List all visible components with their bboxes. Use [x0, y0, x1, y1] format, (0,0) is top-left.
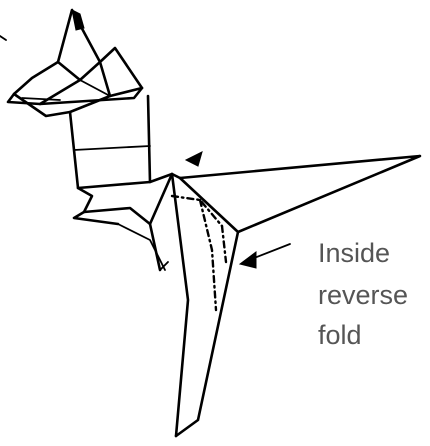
neck	[70, 96, 150, 188]
annotation-line-1: Inside	[318, 236, 390, 270]
snout	[8, 62, 142, 116]
stray-mark	[0, 36, 6, 40]
annotation-line-2: reverse	[318, 278, 408, 312]
head-crest	[58, 10, 142, 96]
annotation-line-3: fold	[318, 318, 362, 352]
pointer-arrow	[240, 244, 290, 268]
